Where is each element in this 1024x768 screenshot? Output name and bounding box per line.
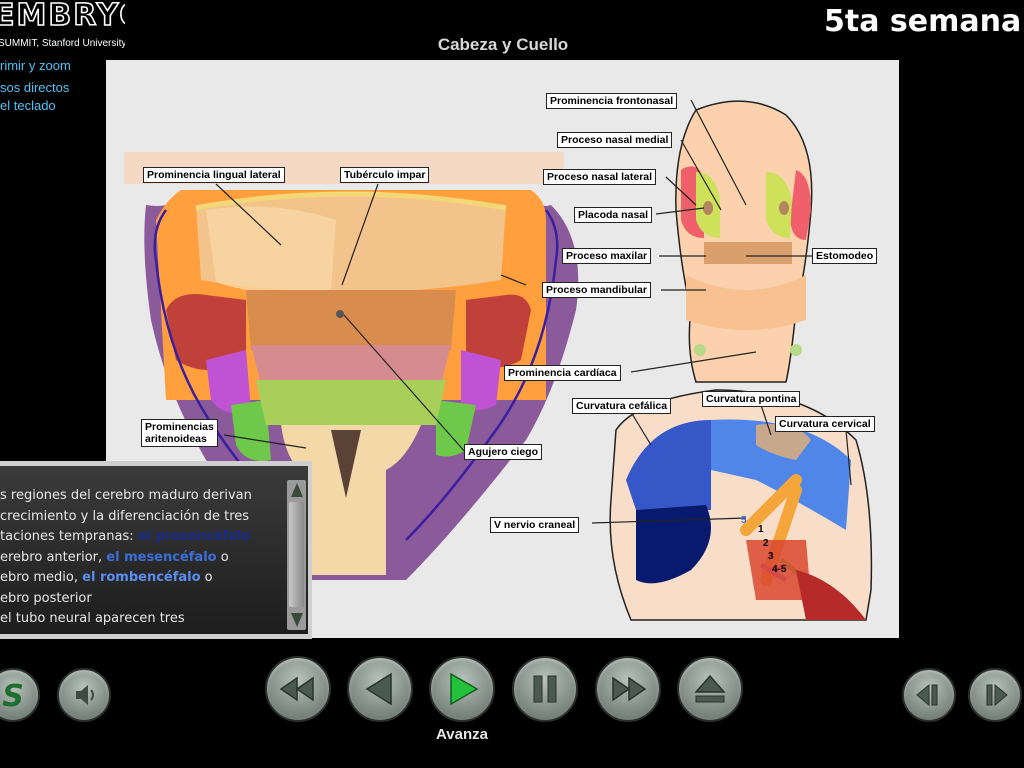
narration-line-5: ebro medio, el rombencéfalo o bbox=[0, 568, 284, 589]
leader-lines bbox=[215, 99, 852, 524]
narration-line-3-text: taciones tempranas: bbox=[0, 529, 138, 544]
label-curvatura-pontina: Curvatura pontina bbox=[702, 391, 801, 407]
eject-button[interactable] bbox=[677, 656, 743, 722]
svg-text:S: S bbox=[2, 679, 24, 714]
brain-illustration bbox=[609, 389, 873, 621]
label-prominencias-aritenoideas: Prominencias aritenoideas bbox=[141, 419, 218, 447]
label-prominencia-lingual-lateral: Prominencia lingual lateral bbox=[143, 167, 285, 183]
narration-line-5-post: o bbox=[200, 570, 213, 585]
fast-forward-button[interactable] bbox=[595, 656, 661, 722]
pause-button[interactable] bbox=[512, 656, 578, 722]
face-illustration bbox=[675, 100, 813, 383]
label-agujero-ciego: Agujero ciego bbox=[464, 444, 543, 460]
label-estomodeo: Estomodeo bbox=[812, 248, 878, 264]
step-back-icon bbox=[916, 683, 938, 707]
label-proceso-nasal-medial: Proceso nasal medial bbox=[557, 132, 673, 148]
week-title: 5ta semana bbox=[824, 4, 1022, 39]
narration-text: s regiones del cerebro maduro derivan cr… bbox=[0, 486, 284, 630]
nerve-number-3: 3 bbox=[768, 551, 774, 562]
scroll-thumb[interactable] bbox=[289, 502, 304, 607]
highlight-prosencefalo: el prosencéfalo bbox=[137, 529, 251, 544]
label-placoda-nasal: Placoda nasal bbox=[574, 207, 653, 223]
label-proceso-maxilar: Proceso maxilar bbox=[562, 248, 652, 264]
label-prominencias-line1: Prominencias bbox=[145, 421, 214, 433]
nerve-number-5: 5 bbox=[741, 515, 747, 526]
scroll-up-arrow-icon[interactable] bbox=[291, 483, 303, 497]
triangle-left-icon bbox=[365, 672, 392, 706]
label-prominencia-cardiaca: Prominencia cardíaca bbox=[504, 365, 621, 381]
narration-line-4-text: erebro anterior, bbox=[0, 549, 107, 565]
embryo-logo: EMBRYO SUMMIT, Stanford University bbox=[0, 2, 125, 54]
label-proceso-mandibular: Proceso mandibular bbox=[542, 282, 651, 298]
narration-line-6: ebro posterior bbox=[0, 590, 92, 606]
narration-box: s regiones del cerebro maduro derivan cr… bbox=[0, 461, 312, 639]
narration-scrollbar[interactable] bbox=[287, 480, 306, 630]
pharyngeal-floor-illustration bbox=[124, 152, 579, 580]
step-back-button[interactable] bbox=[902, 668, 956, 722]
eject-icon bbox=[694, 674, 726, 703]
fast-forward-icon bbox=[612, 676, 647, 702]
play-icon bbox=[450, 672, 479, 706]
label-prominencia-frontonasal: Prominencia frontonasal bbox=[546, 93, 678, 109]
nerve-number-2: 2 bbox=[763, 538, 769, 549]
logo-subtitle: SUMMIT, Stanford University bbox=[0, 38, 125, 49]
logo-text: EMBRYO bbox=[0, 2, 125, 34]
nerve-number-4-5: 4-5 bbox=[772, 564, 787, 575]
label-v-nervio-craneal: V nervio craneal bbox=[490, 517, 580, 533]
nerve-number-1: 1 bbox=[758, 524, 764, 535]
narration-line-5-text: ebro medio, bbox=[0, 570, 83, 585]
rewind-button[interactable] bbox=[265, 656, 331, 722]
module-title: Cabeza y Cuello bbox=[437, 35, 569, 54]
narration-line-4: erebro anterior, el mesencéfalo o bbox=[0, 548, 284, 569]
narration-line-3: taciones tempranas: el prosencéfalo bbox=[0, 527, 284, 548]
embryo-diagram: 5 1 2 3 4-5 bbox=[124, 99, 873, 621]
step-forward-button[interactable] bbox=[968, 668, 1022, 722]
sound-button[interactable] bbox=[57, 668, 111, 722]
speaker-icon bbox=[76, 685, 94, 705]
label-curvatura-cervical: Curvatura cervical bbox=[775, 416, 875, 432]
play-button[interactable] bbox=[429, 656, 495, 722]
s-logo-button[interactable]: S bbox=[0, 668, 40, 722]
narration-inner: s regiones del cerebro maduro derivan cr… bbox=[0, 466, 308, 634]
narration-line-4-post: o bbox=[216, 549, 229, 565]
rewind-icon bbox=[279, 676, 314, 702]
side-link-shortcuts[interactable]: sos directos bbox=[0, 80, 70, 95]
highlight-rombencefalo: el rombencéfalo bbox=[82, 570, 201, 585]
s-logo-icon: S bbox=[2, 679, 24, 714]
previous-button[interactable] bbox=[347, 656, 413, 722]
label-curvatura-cefalica: Curvatura cefálica bbox=[572, 398, 672, 414]
diagram-panel: 5 1 2 3 4-5 Prominencia frontonasal Proc… bbox=[106, 60, 899, 638]
side-link-print-zoom[interactable]: rimir y zoom bbox=[0, 58, 71, 73]
narration-line-2-text: crecimiento y la diferenciación de tres bbox=[0, 508, 250, 524]
highlight-mesencefalo: el mesencéfalo bbox=[106, 549, 217, 565]
label-prominencias-line2: aritenoideas bbox=[145, 433, 207, 445]
narration-line-2: crecimiento y la diferenciación de tres bbox=[0, 507, 284, 528]
side-link-keyboard[interactable]: el teclado bbox=[0, 98, 56, 113]
pause-icon bbox=[533, 675, 557, 703]
label-proceso-nasal-lateral: Proceso nasal lateral bbox=[543, 169, 657, 185]
status-label: Avanza bbox=[436, 726, 488, 743]
step-forward-icon bbox=[986, 683, 1008, 707]
label-tuberculo-impar: Tubérculo impar bbox=[340, 167, 430, 183]
scroll-down-arrow-icon[interactable] bbox=[291, 613, 303, 627]
narration-line-7: el tubo neural aparecen tres bbox=[0, 611, 185, 626]
narration-line-1: s regiones del cerebro maduro derivan bbox=[0, 488, 252, 503]
